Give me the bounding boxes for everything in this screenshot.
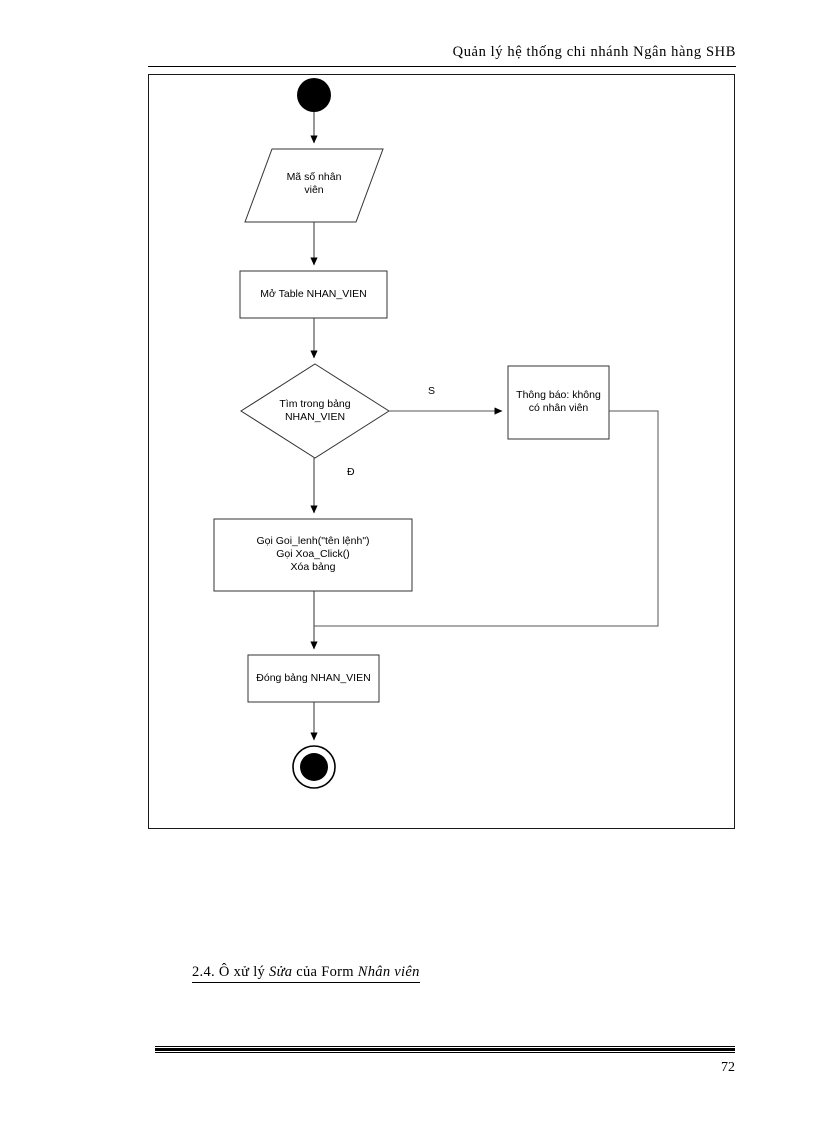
flowchart-canvas bbox=[213, 78, 659, 789]
section-caption-italic-sua: Sửa bbox=[269, 964, 293, 980]
edge-notify-return-to-close bbox=[314, 410, 659, 627]
header-title: Quản lý hệ thống chi nhánh Ngân hàng SHB bbox=[452, 44, 736, 60]
node-close-table bbox=[247, 654, 380, 703]
section-caption-prefix: 2.4. Ô xử lý bbox=[192, 964, 270, 980]
section-caption: 2.4. Ô xử lý Sửa của Form Nhân viên bbox=[192, 964, 420, 983]
node-input-employee-id bbox=[244, 148, 384, 223]
node-decision-search bbox=[240, 363, 390, 459]
footer-rule-bottom bbox=[155, 1052, 735, 1053]
flowchart-frame: Mã số nhân viên Mở Table NHAN_VIEN Tìm t… bbox=[148, 74, 735, 829]
section-caption-middle: của Form bbox=[292, 964, 358, 980]
edge-label-branch-no: Đ bbox=[347, 466, 355, 478]
node-process-delete bbox=[213, 518, 413, 592]
footer: 72 bbox=[155, 1046, 735, 1075]
node-open-table bbox=[239, 270, 388, 319]
section-caption-italic-nhanvien: Nhân viên bbox=[357, 964, 420, 980]
node-end-core bbox=[300, 753, 328, 781]
footer-rule-top bbox=[155, 1046, 735, 1047]
footer-rule-thick bbox=[155, 1048, 735, 1051]
page-number: 72 bbox=[721, 1060, 735, 1075]
page-header: Quản lý hệ thống chi nhánh Ngân hàng SHB bbox=[148, 44, 736, 70]
node-notify-no-employee bbox=[507, 365, 610, 440]
edge-label-branch-yes: S bbox=[428, 385, 436, 397]
node-start bbox=[297, 78, 331, 112]
header-rule bbox=[148, 66, 736, 67]
